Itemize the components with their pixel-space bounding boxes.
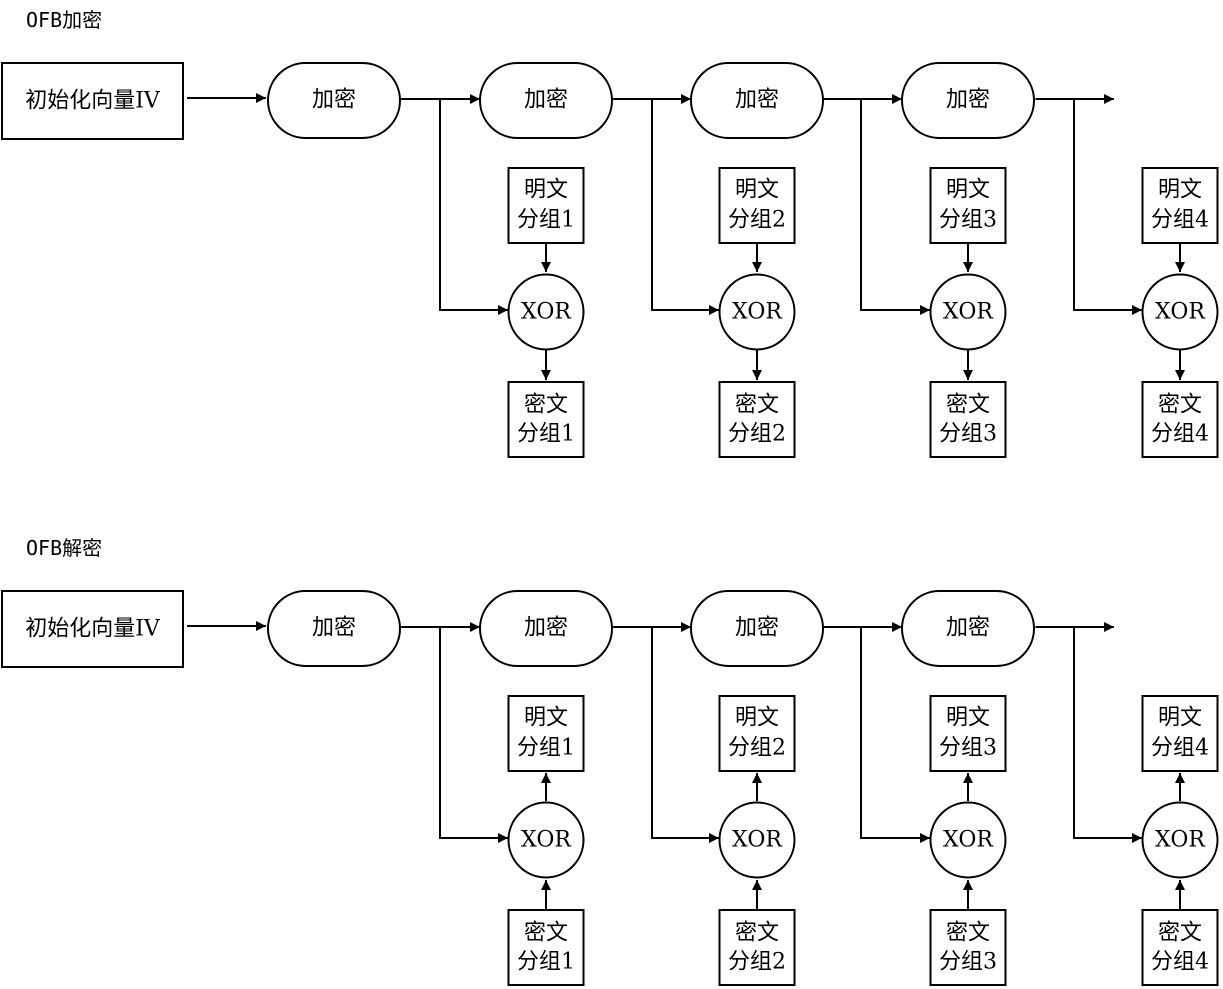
plaintext-line1: 明文 [1158,706,1202,731]
ciphertext-line1: 密文 [1158,921,1202,946]
plaintext-line1: 明文 [946,178,990,203]
encrypt-block: 加密 [690,62,824,139]
xor-node: XOR [1141,273,1219,351]
keystream-arrow [1073,627,1142,843]
encrypt-block: 加密 [901,590,1035,667]
xor-node: XOR [929,801,1007,879]
ciphertext-line2: 分组1 [517,950,575,975]
plaintext-line2: 分组2 [728,736,786,761]
xor-label: XOR [943,828,994,853]
encrypt-label: 加密 [524,616,568,641]
panel-title: OFB加密 [26,8,102,32]
plaintext-line2: 分组1 [517,736,575,761]
encrypt-block: 加密 [479,62,613,139]
xor-node: XOR [929,273,1007,351]
encrypt-block: 加密 [267,590,401,667]
xor-label: XOR [732,828,783,853]
encrypt-label: 加密 [524,88,568,113]
keystream-arrow [651,99,719,315]
xor-label: XOR [943,300,994,325]
ciphertext-line2: 分组3 [939,950,997,975]
ciphertext-line1: 密文 [735,393,779,418]
xor-node: XOR [507,273,585,351]
plaintext-line1: 明文 [524,178,568,203]
plaintext-line2: 分组4 [1151,208,1209,233]
ciphertext-line2: 分组4 [1151,950,1209,975]
xor-label: XOR [732,300,783,325]
keystream-arrow [439,99,508,315]
ciphertext-line2: 分组3 [939,422,997,447]
ciphertext-line1: 密文 [735,921,779,946]
plaintext-line1: 明文 [735,178,779,203]
xor-node: XOR [718,801,796,879]
encrypt-block: 加密 [479,590,613,667]
xor-label: XOR [1155,300,1206,325]
keystream-arrow [651,627,719,843]
plaintext-line2: 分组3 [939,208,997,233]
iv-label: 初始化向量IV [25,617,161,642]
iv-box: 初始化向量IV [1,590,184,668]
plaintext-line1: 明文 [1158,178,1202,203]
plaintext-line2: 分组1 [517,208,575,233]
iv-label: 初始化向量IV [25,89,161,114]
ciphertext-line2: 分组2 [728,950,786,975]
encrypt-block: 加密 [267,62,401,139]
xor-label: XOR [1155,828,1206,853]
ciphertext-line2: 分组4 [1151,422,1209,447]
xor-node: XOR [1141,801,1219,879]
ciphertext-line2: 分组1 [517,422,575,447]
xor-label: XOR [521,828,572,853]
keystream-arrow [860,627,930,843]
plaintext-line1: 明文 [735,706,779,731]
plaintext-line1: 明文 [946,706,990,731]
keystream-arrow [439,627,508,843]
ciphertext-line1: 密文 [946,393,990,418]
encrypt-label: 加密 [735,616,779,641]
panel-title: OFB解密 [26,536,102,560]
ciphertext-line1: 密文 [524,921,568,946]
ciphertext-line1: 密文 [524,393,568,418]
encrypt-label: 加密 [946,88,990,113]
iv-box: 初始化向量IV [1,62,184,140]
ciphertext-line1: 密文 [1158,393,1202,418]
xor-node: XOR [718,273,796,351]
ciphertext-line1: 密文 [946,921,990,946]
ciphertext-line2: 分组2 [728,422,786,447]
plaintext-line1: 明文 [524,706,568,731]
plaintext-line2: 分组2 [728,208,786,233]
xor-node: XOR [507,801,585,879]
encrypt-label: 加密 [312,616,356,641]
xor-label: XOR [521,300,572,325]
encrypt-label: 加密 [946,616,990,641]
encrypt-label: 加密 [312,88,356,113]
plaintext-line2: 分组4 [1151,736,1209,761]
keystream-arrow [1073,99,1142,315]
encrypt-label: 加密 [735,88,779,113]
encrypt-block: 加密 [901,62,1035,139]
plaintext-line2: 分组3 [939,736,997,761]
encrypt-block: 加密 [690,590,824,667]
keystream-arrow [860,99,930,315]
